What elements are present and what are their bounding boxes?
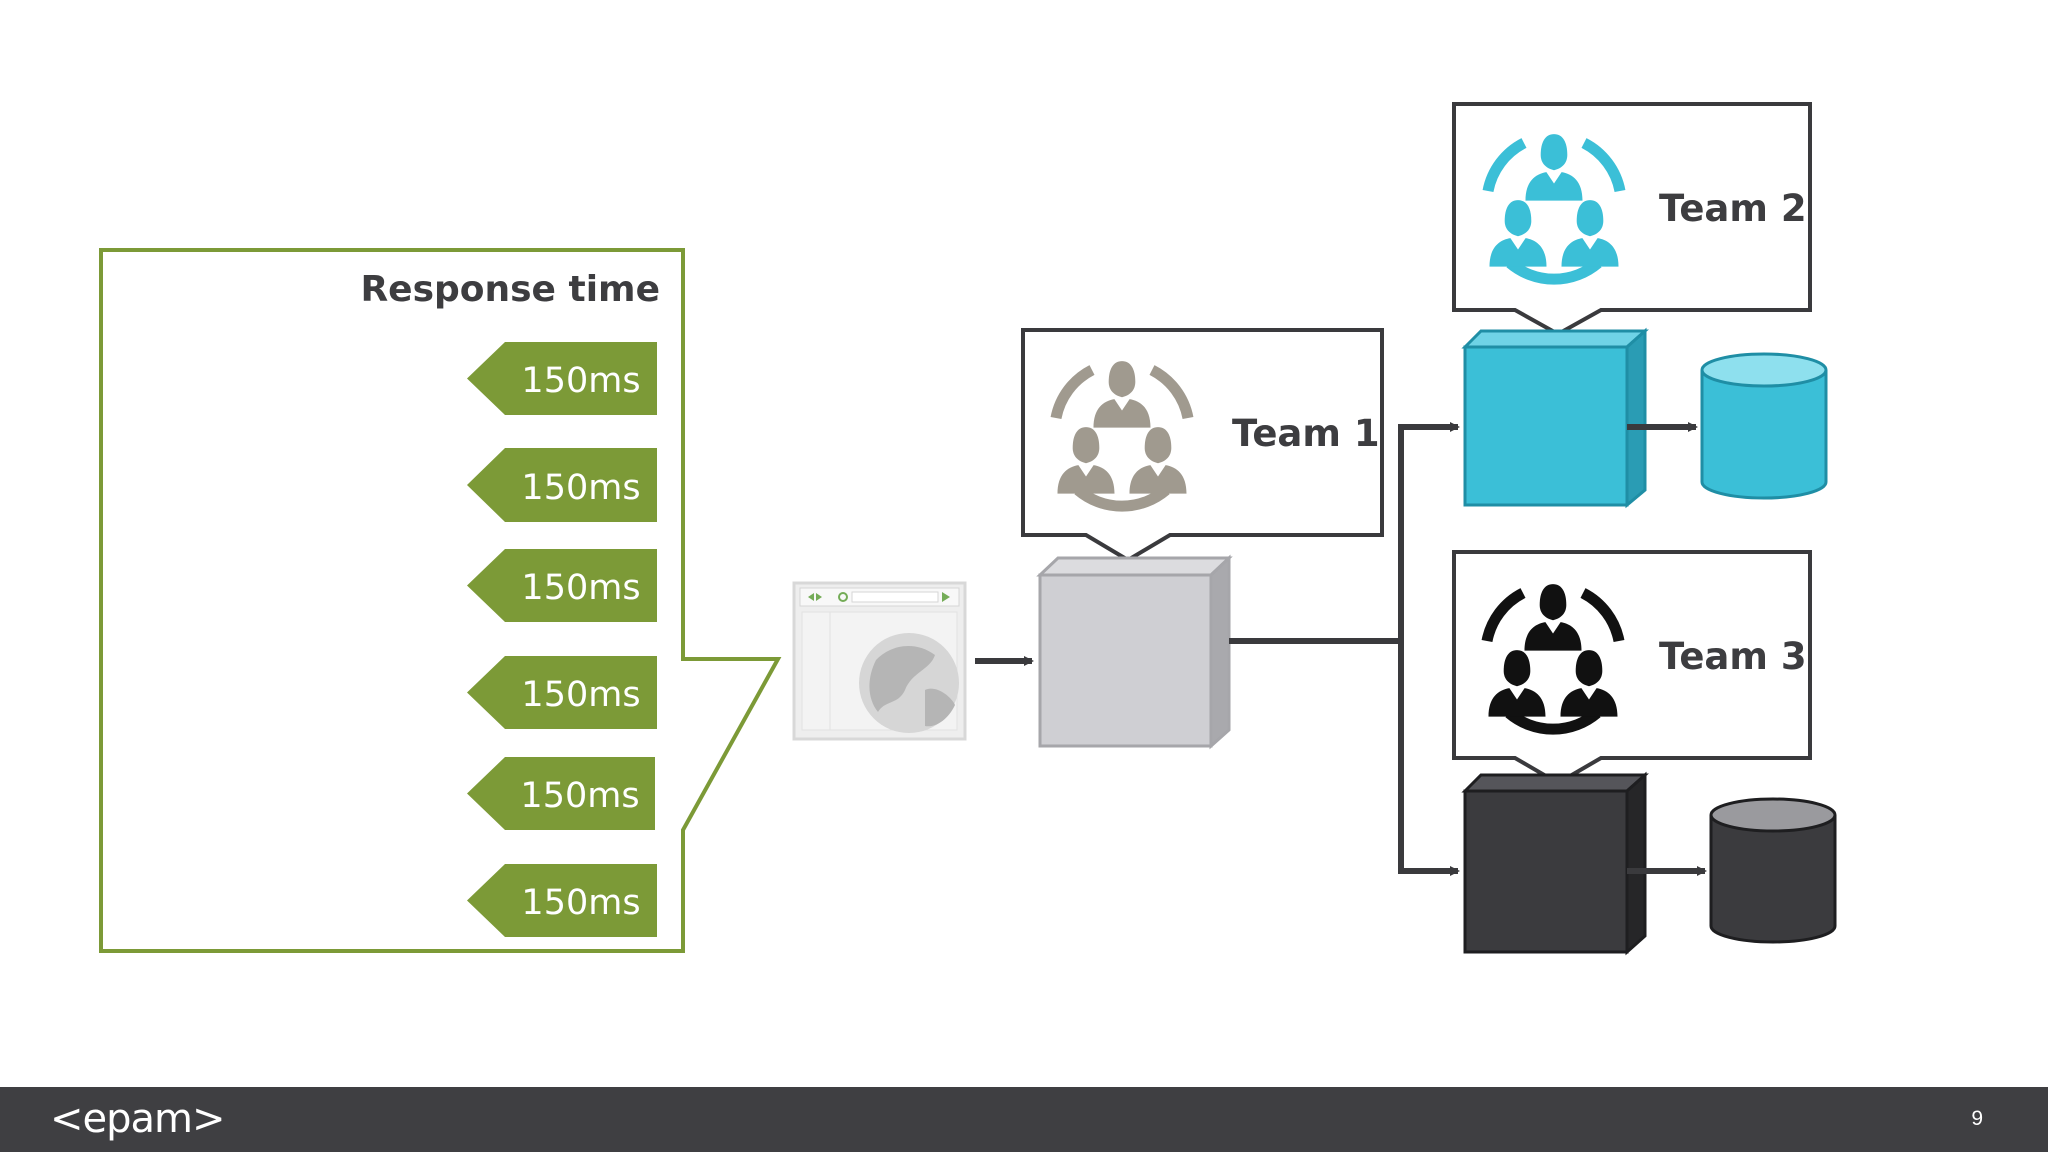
server-box-icon bbox=[1461, 327, 1649, 509]
response-tag: 150ms bbox=[467, 448, 657, 522]
response-tag-label: 150ms bbox=[521, 468, 640, 508]
response-tag: 150ms bbox=[467, 342, 657, 415]
browser-icon bbox=[792, 581, 967, 741]
response-tag: 150ms bbox=[467, 656, 657, 729]
response-tag-label: 150ms bbox=[521, 568, 640, 608]
server-box-icon bbox=[1036, 554, 1233, 750]
page-number: 9 bbox=[1971, 1107, 1983, 1130]
response-time-panel: Response time 150ms 150ms 150ms 150ms 15… bbox=[99, 248, 782, 953]
response-time-title: Response time bbox=[360, 269, 660, 310]
response-tag: 150ms bbox=[467, 757, 655, 830]
server-box-icon bbox=[1461, 771, 1649, 956]
team3-label: Team 3 bbox=[1659, 635, 1807, 678]
epam-logo: <epam> bbox=[50, 1096, 226, 1142]
team1-label: Team 1 bbox=[1232, 412, 1380, 455]
response-tag-label: 150ms bbox=[520, 776, 639, 816]
database-icon bbox=[1709, 797, 1837, 944]
footer-bar bbox=[0, 1087, 2048, 1152]
database-icon bbox=[1700, 352, 1828, 500]
connector-lines bbox=[1229, 422, 1460, 876]
response-tag-label: 150ms bbox=[521, 361, 640, 401]
team2-label: Team 2 bbox=[1659, 187, 1807, 230]
team2-callout: Team 2 bbox=[1452, 102, 1812, 337]
response-tag: 150ms bbox=[467, 864, 657, 937]
team3-callout: Team 3 bbox=[1452, 550, 1812, 786]
response-tag-label: 150ms bbox=[521, 675, 640, 715]
team1-callout: Team 1 bbox=[1021, 328, 1384, 563]
response-tag: 150ms bbox=[467, 549, 657, 622]
response-tag-label: 150ms bbox=[521, 883, 640, 923]
